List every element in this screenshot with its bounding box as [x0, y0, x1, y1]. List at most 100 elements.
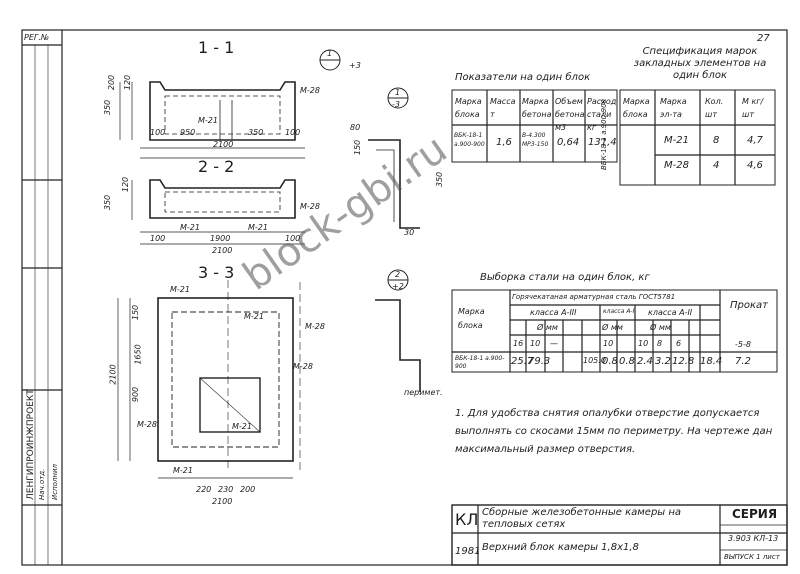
perimeter-note: перимет. [404, 388, 443, 397]
table3-cell: 7.2 [735, 356, 751, 367]
table3-cell: 79.3 [528, 356, 551, 367]
dim: 900 [131, 386, 141, 403]
table2-block: ВБК-18-1 а.900-900 [600, 99, 608, 170]
table3-diam: Ø мм [602, 323, 623, 332]
table3-block: ВБК-18-1 а.900-900 [455, 355, 505, 370]
part-label: М-28 [300, 202, 320, 211]
table3-col: 10 [603, 339, 614, 348]
issue: ВЫПУСК 1 лист [724, 553, 780, 561]
dim: 150 [131, 304, 141, 321]
table1-title: Показатели на один блок [455, 72, 591, 83]
table3-sub: класса А-I [603, 308, 635, 315]
callout-1-number: 1 [327, 49, 333, 58]
dim: 2100 [108, 364, 118, 385]
dim: 2100 [212, 246, 233, 255]
part-label: М-21 [198, 116, 218, 125]
table1-cell: 131,4 [588, 137, 617, 148]
table2-cell: 8 [713, 135, 720, 146]
table2-cell: М-21 [664, 135, 689, 146]
dim: 120 [123, 74, 133, 91]
section-title-1: 1 - 1 [198, 38, 235, 57]
dim: 220 [196, 485, 212, 494]
dim: 100 [150, 128, 166, 137]
dim: 200 [240, 485, 256, 494]
table1-header: Расход стали кг [587, 97, 617, 132]
table3-cell: 3.2 [655, 356, 671, 367]
table3-col: 10 [530, 339, 541, 348]
dim: 100 [285, 234, 301, 243]
table3-col: 10 [638, 339, 649, 348]
table3-prokat: Прокат [730, 300, 768, 311]
stamp-row: Исполнил [51, 463, 59, 500]
dim: 1900 [210, 234, 231, 243]
table3-col: — [550, 339, 558, 348]
part-label: М-21 [170, 285, 190, 294]
part-label: М-21 [244, 312, 264, 321]
part-label: М-21 [173, 466, 193, 475]
callout-node1-level: -3 [392, 100, 400, 109]
title-year: 1981 [455, 546, 481, 557]
part-label: М-28 [305, 322, 325, 331]
dim: 150 [353, 139, 363, 156]
table1-header: Марка блока [455, 97, 482, 119]
table1-header: Марка бетона [522, 97, 552, 119]
stamp-row: Нач.отд. [38, 468, 46, 500]
series-label: СЕРИЯ [732, 507, 778, 521]
table3-cell: 2.4 [637, 356, 653, 367]
table1-cell: 1,6 [496, 137, 512, 148]
table3-cell: 0.8 [602, 356, 618, 367]
callout-2-number: 2 [395, 270, 401, 279]
table3-sub: класса А-III [530, 308, 577, 317]
table3-prokat-sub: -5-8 [735, 340, 751, 349]
table2-header: Кол. шт [705, 97, 724, 119]
table3-col: 8 [657, 339, 663, 348]
org-name: ЛЕНГИПРОИНЖПРОЕКТ [26, 389, 36, 500]
table1-cell: 0,64 [557, 137, 580, 148]
table3-cell: 105.0 [583, 356, 606, 365]
callout-node1-number: 1 [395, 88, 401, 97]
callout-1-level: +3 [349, 61, 361, 70]
table2-cell: 4,7 [747, 135, 763, 146]
section-title-2: 2 - 2 [198, 157, 235, 176]
dim: 350 [435, 171, 445, 188]
part-label: М-21 [232, 422, 252, 431]
dim: 2100 [213, 140, 234, 149]
table3-col: 6 [676, 339, 682, 348]
reg-number: РЕГ.№ [24, 33, 50, 42]
title-main: Сборные железобетонные камеры на тепловы… [482, 507, 682, 530]
table2-header: М кг/шт [742, 97, 764, 119]
sheet-number: 27 [757, 33, 770, 44]
table3-title: Выборка стали на один блок, кг [480, 272, 650, 283]
table2-title: Спецификация марок закладных элементов н… [633, 46, 767, 81]
table3-sub: класса А-II [648, 308, 693, 317]
table3-diam: Ø мм [650, 323, 671, 332]
table3-col-mark: Марка блока [458, 307, 485, 330]
part-label: М-28 [300, 86, 320, 95]
table3-cell: 0.8 [619, 356, 635, 367]
table1-cell: ВБК-18-1 а.900-900 [454, 132, 485, 148]
table1-header: Масса т [490, 97, 516, 119]
section-title-3: 3 - 3 [198, 263, 235, 282]
part-label: М-21 [180, 223, 200, 232]
table1-header: Объем бетона м3 [555, 97, 585, 132]
dim: 100 [150, 234, 166, 243]
sheet-frame [21, 29, 788, 566]
dim: 2100 [212, 497, 233, 506]
part-label: М-28 [137, 420, 157, 429]
dim: 1650 [133, 344, 143, 365]
dim: 100 [285, 128, 301, 137]
table2-header: Марка эл-та [660, 97, 687, 119]
table3-group: Горячекатаная арматурная сталь ГОСТ5781 [512, 293, 676, 301]
table3-diam: Ø мм [537, 323, 558, 332]
title-kl: КЛ [455, 510, 479, 529]
table2-cell: М-28 [664, 160, 689, 171]
dim: 80 [350, 123, 361, 132]
table3-cell: 12.8 [672, 356, 695, 367]
table3-cell: 18.4 [700, 356, 723, 367]
dim: 30 [404, 228, 415, 237]
dim: 230 [218, 485, 234, 494]
series-number: 3.903 КЛ-13 [728, 534, 779, 543]
table3-cell: 25.7 [511, 356, 534, 367]
dim: 350 [103, 194, 113, 211]
